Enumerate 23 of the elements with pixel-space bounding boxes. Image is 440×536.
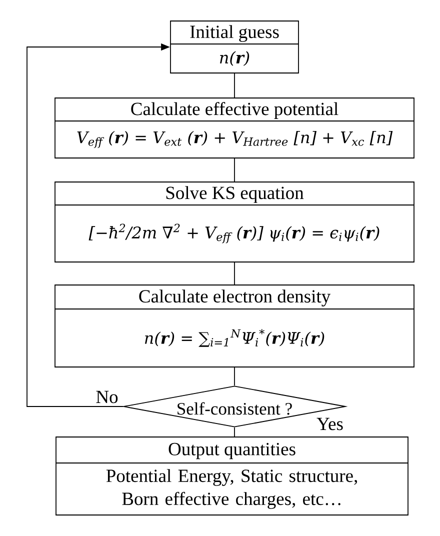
- connector-line: [234, 73, 235, 98]
- edge-label: No: [94, 390, 120, 404]
- edge-label: Yes: [316, 416, 344, 432]
- process-box: [170, 20, 299, 74]
- process-box: [56, 436, 408, 516]
- step-title: Output quantities: [168, 442, 296, 460]
- process-box: [54, 284, 414, 368]
- step-title: Solve KS equation: [166, 186, 304, 203]
- step-title: Calculate effective potential: [131, 102, 338, 119]
- equation: [−ħ$^{2}$/2m ∇$^{2}$ + V$_{eff}$ (r)] ψ$_{i}$(r) = ϵ$_{i}$ψ$_{i}$(r): [88, 224, 380, 244]
- step-title: Initial guess: [190, 25, 279, 42]
- connector-line: [234, 158, 235, 182]
- decision-text: Self-consistent ?: [178, 402, 292, 415]
- equation: n(r): [220, 51, 250, 66]
- body-text: Potential Energy, Static structure, Born effective charges, etc…: [106, 469, 357, 509]
- connector-line: [234, 367, 235, 386]
- step-title: Calculate electron density: [139, 290, 331, 306]
- equation: V$_{eff}$ (r) = V$_{ext}$ (r) + V$_{Hartree}$ [n] + V$_{xc}$ [n]: [77, 130, 393, 148]
- connector-line: [234, 427, 235, 437]
- connector-line: [234, 262, 235, 285]
- equation: n(r) = ∑$_{i=1}$$^{N}$Ψ$_{i}$$^{*}$(r)Ψ$_{i}$(r): [145, 329, 324, 347]
- process-box: [54, 98, 414, 158]
- process-box: [54, 182, 414, 262]
